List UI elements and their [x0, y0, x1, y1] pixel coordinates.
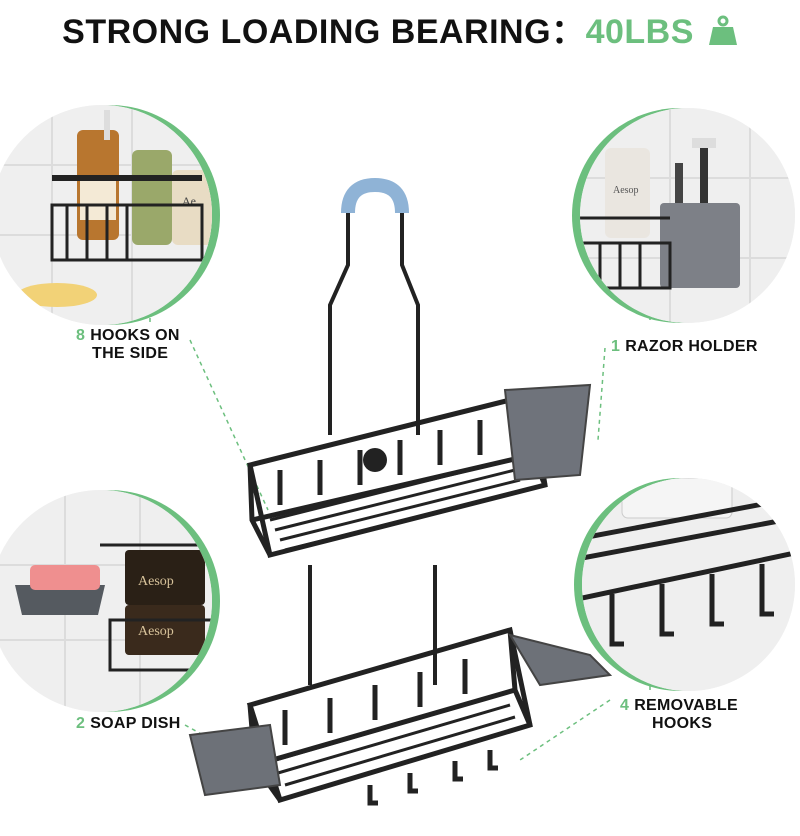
- removable-hooks-illustration: [582, 478, 795, 691]
- bottles-on-shelf-illustration: Ae: [0, 105, 212, 325]
- detail-hooks-circle: [582, 478, 795, 691]
- bottle-label-right: Aesop: [613, 185, 639, 196]
- callout-razor-line1: RAZOR HOLDER: [625, 338, 758, 355]
- callout-hooks-side-line1: HOOKS ON: [90, 327, 180, 344]
- callout-soap-number: 2: [76, 715, 86, 732]
- soap-dish-left: [188, 723, 282, 797]
- jar-label-bottom: Aesop: [138, 624, 174, 639]
- callout-razor-number: 1: [611, 338, 621, 355]
- callout-removable-number: 4: [620, 697, 630, 714]
- headline: STRONG LOADING BEARING：40LBS: [0, 4, 800, 53]
- callout-removable-line2: HOOKS: [652, 715, 713, 732]
- razor-holder-illustration: Aesop: [580, 108, 795, 323]
- center-knob: [363, 448, 387, 472]
- headline-main: STRONG LOADING BEARING：: [62, 13, 586, 51]
- callout-soap-line1: SOAP DISH: [90, 715, 181, 732]
- headline-accent: 40LBS: [585, 13, 694, 51]
- detail-soap-circle: Aesop Aesop: [0, 490, 212, 712]
- razor-cup: [503, 383, 592, 482]
- detail-bottles-circle: Ae: [0, 105, 212, 325]
- soap-dish-illustration: Aesop Aesop: [0, 490, 212, 712]
- shower-caddy-rack: [188, 177, 613, 806]
- detail-razor-circle: Aesop: [580, 108, 795, 323]
- lower-basket: [246, 626, 533, 806]
- weight-icon: [708, 15, 737, 45]
- callout-hooks-side-number: 8: [76, 327, 86, 344]
- soap-dish-right: [507, 633, 613, 687]
- callout-removable-line1: REMOVABLE: [634, 697, 738, 714]
- callout-hooks-side-line2: THE SIDE: [92, 345, 169, 362]
- jar-label-top: Aesop: [138, 574, 174, 589]
- upper-basket: [247, 391, 548, 559]
